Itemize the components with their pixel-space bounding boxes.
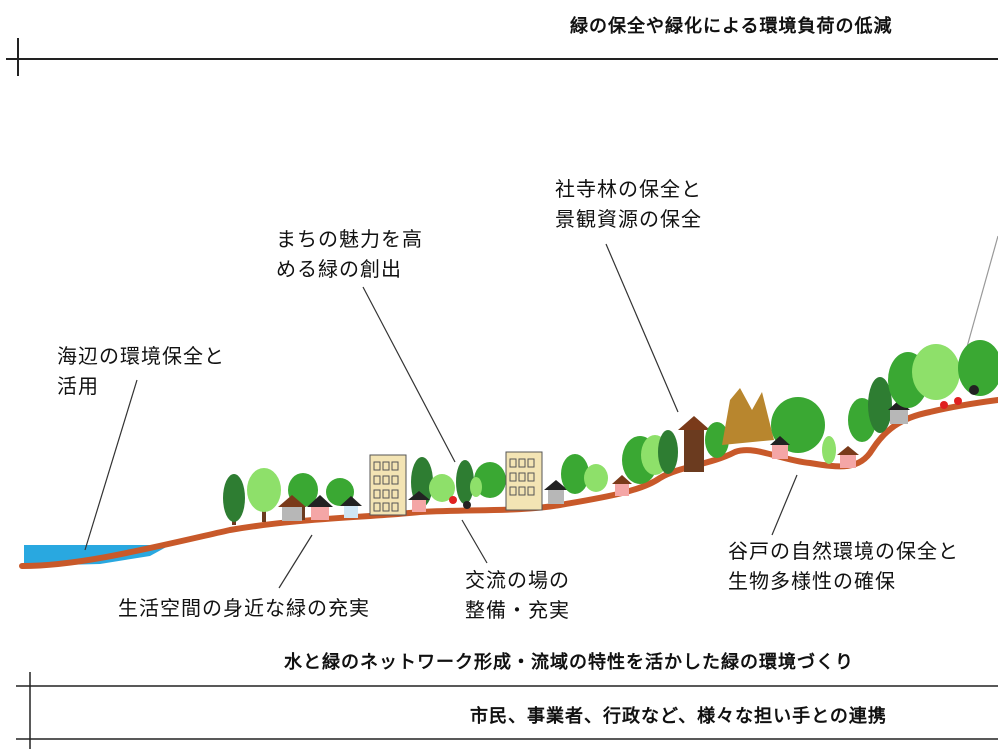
label-seaside-line1: 海辺の環境保全と (57, 344, 225, 368)
shrine (678, 416, 729, 472)
header-title: 緑の保全や緑化による環境負荷の低減 (570, 16, 893, 37)
tree-cluster-left (223, 468, 362, 525)
label-valley-line2: 生物多様性の確保 (728, 569, 896, 593)
leader-exchange (461, 519, 488, 564)
label-shrine-line2: 景観資源の保全 (555, 207, 702, 231)
tree-cluster-right (848, 340, 998, 442)
label-town-line1: まちの魅力を高 (276, 227, 423, 251)
label-exchange-line1: 交流の場の (465, 568, 570, 592)
building-1 (369, 454, 407, 516)
label-valley: 谷戸の自然環境の保全と 生物多様性の確保 (728, 536, 959, 596)
leader-seaside (84, 379, 138, 551)
label-exchange: 交流の場の 整備・充実 (465, 565, 570, 625)
tree-cluster-middle (408, 457, 506, 512)
label-seaside: 海辺の環境保全と 活用 (57, 341, 225, 401)
leader-town (362, 286, 456, 463)
leader-living (278, 534, 313, 589)
label-shrine: 社寺林の保全と 景観資源の保全 (555, 174, 702, 234)
banner-network: 水と緑のネットワーク形成・流域の特性を活かした緑の環境づくり (284, 652, 854, 673)
ground-line (19, 397, 998, 569)
label-exchange-line2: 整備・充実 (465, 598, 570, 622)
label-valley-line1: 谷戸の自然環境の保全と (728, 539, 959, 563)
leader-valley (771, 474, 798, 536)
shrine-forest (722, 388, 859, 468)
leader-shrine (605, 243, 679, 413)
label-town-line2: める緑の創出 (276, 257, 402, 281)
label-town: まちの魅力を高 める緑の創出 (276, 224, 423, 284)
banner-partnership: 市民、事業者、行政など、様々な担い手との連携 (470, 706, 887, 727)
building-2 (505, 451, 543, 511)
label-shrine-line1: 社寺林の保全と (555, 177, 702, 201)
label-seaside-line2: 活用 (57, 374, 99, 398)
tree-cluster-center (544, 430, 678, 504)
label-living: 生活空間の身近な緑の充実 (118, 596, 370, 620)
